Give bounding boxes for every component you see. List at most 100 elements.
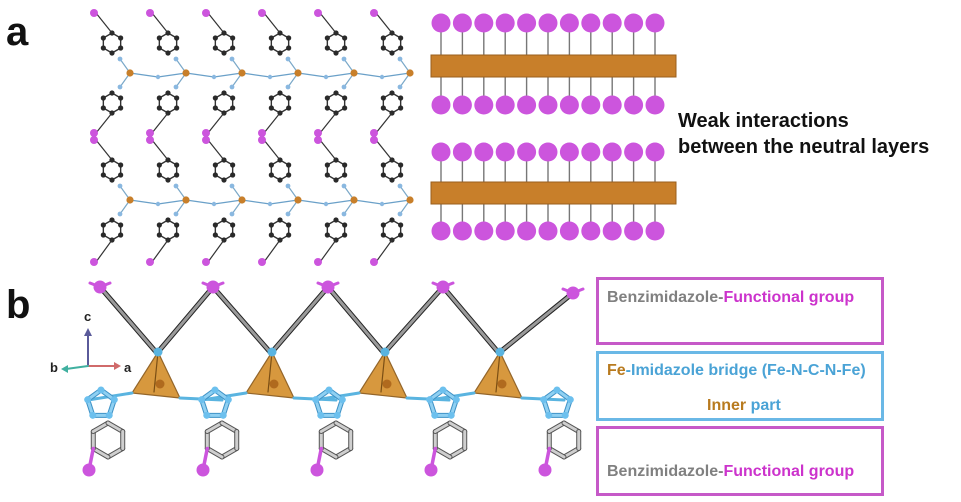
benzene-ring-bond: [220, 421, 239, 433]
carbon-atom: [109, 50, 115, 56]
panel-a-layer-schematic: [430, 13, 677, 241]
benzene-ring-bond: [448, 447, 467, 459]
nitrogen-atom: [173, 56, 179, 62]
iodine-sphere: [538, 142, 558, 162]
iodine-atom: [370, 129, 378, 137]
carbon-atom: [118, 35, 124, 41]
nitrogen-atom: [117, 183, 123, 189]
imidazole-atom: [553, 386, 561, 394]
benzene-ring-bond: [547, 447, 566, 459]
tetra-edge: [380, 351, 386, 393]
nitrogen-atom: [285, 56, 291, 62]
iron-atom: [238, 69, 246, 77]
functional-group-box-top: Benzimidazole-Functional group: [596, 277, 884, 345]
carbon-atom: [212, 45, 218, 51]
bridge-bond: [297, 72, 327, 78]
iodine-atom: [258, 9, 266, 17]
imidazole-atom: [224, 396, 232, 404]
carbon-atom: [174, 162, 180, 168]
iron-atom: [182, 69, 190, 77]
tetra-edge: [153, 351, 159, 393]
iron-atom: [238, 196, 246, 204]
iodine-atom: [90, 129, 98, 137]
c-i-bond: [95, 12, 113, 34]
imidazole-atom: [97, 386, 105, 394]
carbon-atom: [277, 177, 283, 183]
carbon-atom: [212, 95, 218, 101]
iodine-sphere: [559, 13, 579, 33]
carbon-atom: [380, 222, 386, 228]
carbon-atom: [109, 90, 115, 96]
nitrogen-atom: [397, 84, 403, 90]
carbon-atom: [230, 172, 236, 178]
nitrogen-atom: [323, 74, 329, 80]
c-i-bond: [151, 239, 169, 263]
carbon-atom: [100, 232, 106, 238]
imidazole-atom: [338, 396, 346, 404]
carbon-atom: [212, 222, 218, 228]
carbon-atom: [268, 172, 274, 178]
carbon-atom: [156, 162, 162, 168]
c-i-bond: [207, 239, 225, 263]
carbon-atom: [324, 45, 330, 51]
upper-arm: [326, 285, 385, 354]
carbon-atom: [286, 105, 292, 111]
carbon-atom: [286, 172, 292, 178]
iodine-atom-top: [206, 280, 220, 294]
carbon-atom: [118, 172, 124, 178]
functional-group-text: Functional group: [723, 289, 855, 306]
iodine-sphere: [602, 13, 622, 33]
benzene-ring-bond: [220, 447, 239, 459]
imidazole-atom: [317, 411, 325, 419]
carbon-atom: [156, 35, 162, 41]
functional-group-label-top: Benzimidazole-Functional group: [607, 289, 854, 307]
carbon-atom: [398, 162, 404, 168]
nitrogen-apex: [495, 347, 505, 357]
carbon-atom: [230, 45, 236, 51]
carbon-atom: [333, 217, 339, 223]
iodine-sphere: [431, 142, 451, 162]
carbon-atom: [389, 177, 395, 183]
c-i-bond: [151, 112, 169, 134]
carbon-atom: [230, 95, 236, 101]
carbon-atom: [380, 95, 386, 101]
carbon-atom: [221, 217, 227, 223]
nitrogen-apex: [153, 347, 163, 357]
imidazole-atom: [110, 396, 118, 404]
nitrogen-atom: [285, 183, 291, 189]
benzene-ring-bond: [562, 447, 581, 459]
carbon-atom: [324, 162, 330, 168]
benzene-ring-bond: [319, 447, 338, 459]
iodine-sphere: [538, 221, 558, 241]
iodine-atom-bottom: [424, 463, 438, 477]
carbon-atom: [389, 217, 395, 223]
nitrogen-atom: [341, 84, 347, 90]
imidazole-atom: [447, 411, 455, 419]
carbon-atom: [118, 162, 124, 168]
bridge-bond: [381, 199, 411, 205]
carbon-atom: [268, 95, 274, 101]
benzene-ring-bond: [91, 447, 110, 459]
nitrogen-atom: [285, 211, 291, 217]
carbon-atom: [324, 95, 330, 101]
carbon-atom: [324, 222, 330, 228]
iodine-atom-bottom: [310, 463, 324, 477]
benzene-ring-bond: [334, 447, 353, 459]
imidazole-atom: [325, 386, 333, 394]
fe-text: Fe: [607, 362, 626, 379]
iron-center: [269, 379, 279, 389]
carbon-atom: [268, 222, 274, 228]
nitrogen-atom: [397, 211, 403, 217]
iodine-sphere: [517, 95, 537, 115]
nitrogen-atom: [397, 56, 403, 62]
nitrogen-atom: [117, 56, 123, 62]
upper-arm: [441, 285, 500, 354]
iron-atom: [182, 196, 190, 204]
part-text: part: [746, 397, 781, 414]
c-i-bond: [319, 139, 337, 161]
nitrogen-apex: [267, 347, 277, 357]
c-i-bond: [95, 139, 113, 161]
imidazole-atom: [545, 411, 553, 419]
bridge-bond: [157, 72, 187, 78]
nitrogen-atom: [285, 84, 291, 90]
